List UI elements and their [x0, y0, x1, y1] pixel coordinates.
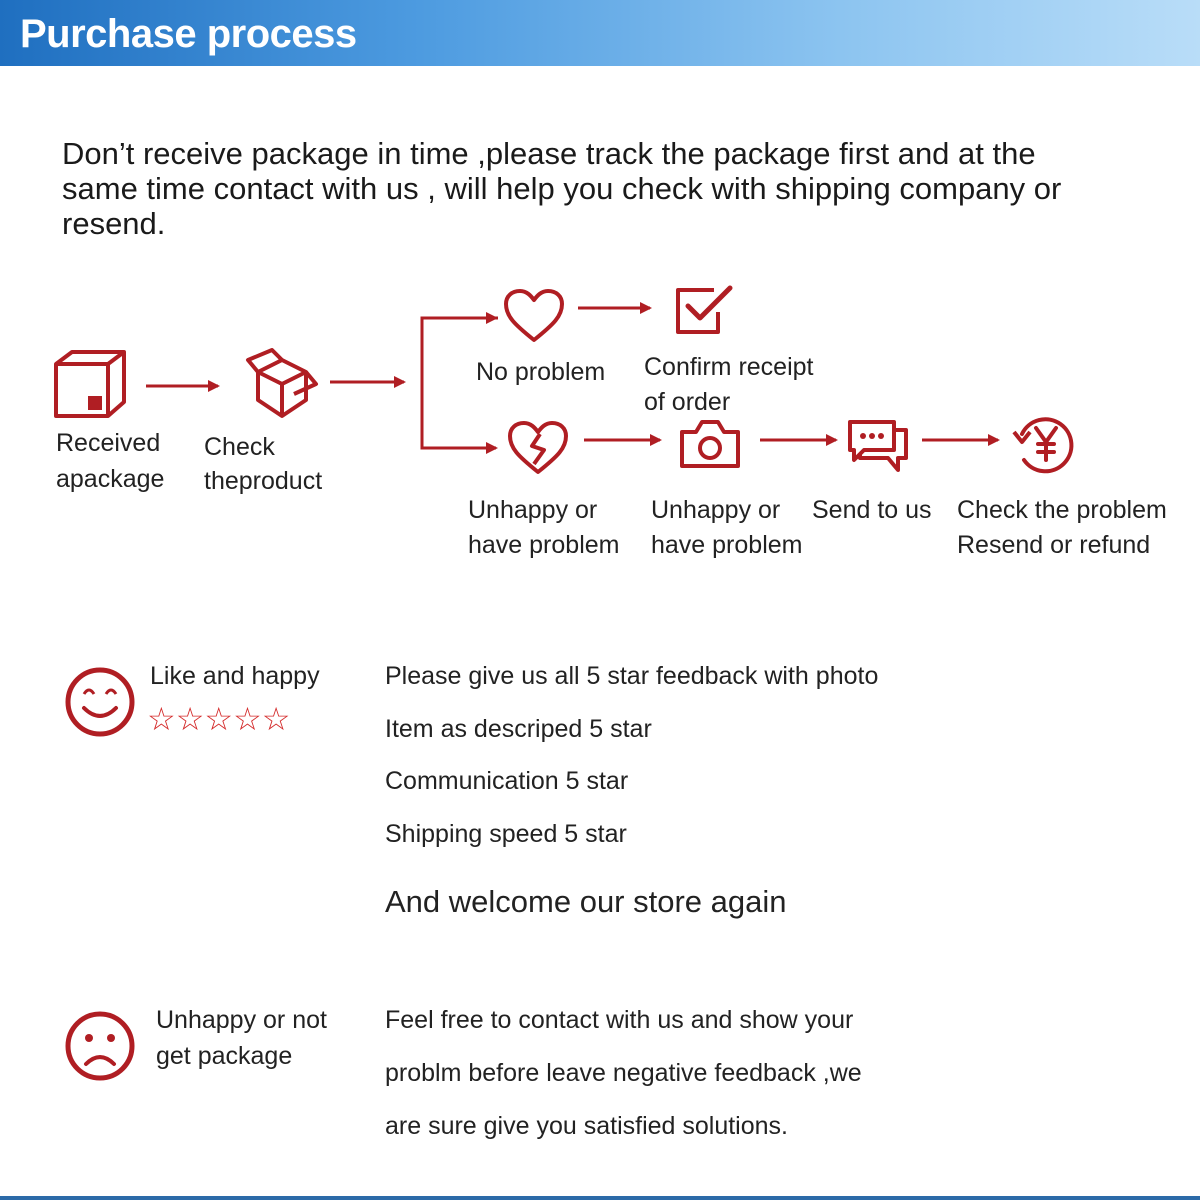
- received-label-line1: Received: [56, 429, 161, 457]
- no-problem-label: No problem: [476, 358, 606, 386]
- feedback-line-2: Item as descriped 5 star: [385, 715, 652, 743]
- chat-icon: [848, 420, 908, 472]
- heart-icon: [504, 289, 564, 342]
- unhappy-label-line1: Unhappy or: [468, 496, 598, 524]
- unhappy-label-line2: have problem: [468, 531, 620, 559]
- unhappy-section-label-line1: Unhappy or not: [156, 1006, 327, 1034]
- contact-line-1: Feel free to contact with us and show yo…: [385, 1006, 854, 1034]
- check-label-line2: theproduct: [204, 467, 323, 495]
- check-box-icon: [676, 285, 733, 334]
- feedback-line-1: Please give us all 5 star feedback with …: [385, 662, 879, 690]
- contact-line-3: are sure give you satisfied solutions.: [385, 1112, 788, 1140]
- unhappy-section-label-line2: get package: [156, 1042, 293, 1070]
- sad-face-icon: [65, 1011, 135, 1081]
- flow-connectors: [146, 302, 1000, 454]
- contact-line-2: problm before leave negative feedback ,w…: [385, 1059, 862, 1087]
- yen-refund-icon: [1012, 417, 1074, 474]
- header-bar: Purchase process: [0, 0, 1200, 66]
- confirm-label-line1: Confirm receipt: [644, 353, 814, 381]
- bottom-divider: [0, 1196, 1200, 1200]
- broken-heart-icon: [508, 421, 568, 474]
- intro-text: Don’t receive package in time ,please tr…: [62, 136, 1062, 241]
- resolve-label-line2: Resend or refund: [957, 531, 1151, 559]
- confirm-label-line2: of order: [644, 388, 731, 416]
- resolve-label-line1: Check the problem: [957, 496, 1167, 524]
- check-label-line1: Check: [204, 433, 275, 461]
- feedback-line-3: Communication 5 star: [385, 767, 629, 795]
- page-title: Purchase process: [20, 12, 357, 56]
- photo-label-line2: have problem: [651, 531, 803, 559]
- photo-label-line1: Unhappy or: [651, 496, 781, 524]
- smile-face-icon: [65, 667, 135, 737]
- open-box-icon: [246, 348, 318, 418]
- rating-stars: ☆☆☆☆☆: [147, 701, 291, 737]
- welcome-text: And welcome our store again: [385, 884, 787, 919]
- send-label: Send to us: [812, 496, 932, 524]
- camera-icon: [680, 420, 740, 468]
- feedback-line-4: Shipping speed 5 star: [385, 820, 627, 848]
- box-icon: [54, 350, 126, 418]
- happy-label: Like and happy: [150, 662, 320, 690]
- received-label-line2: apackage: [56, 465, 165, 493]
